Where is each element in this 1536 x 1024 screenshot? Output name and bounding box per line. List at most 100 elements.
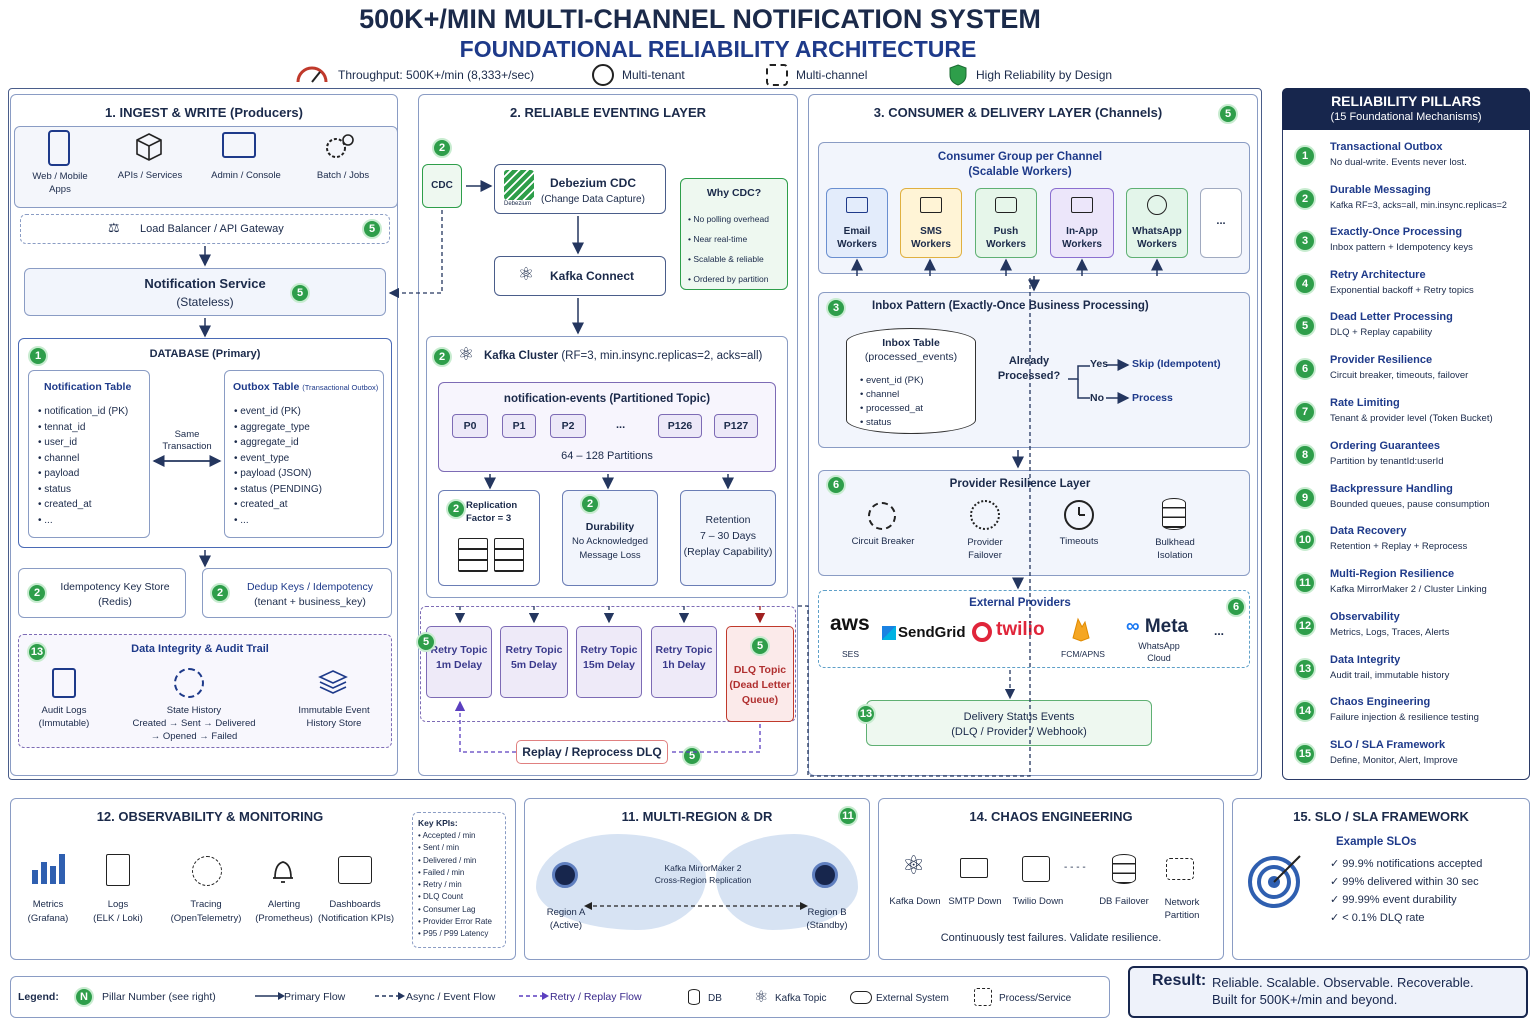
pillar-badge: 13 — [856, 704, 876, 724]
notification-service-label: Notification Service — [144, 276, 266, 291]
pillar-badge: 5 — [682, 746, 702, 766]
more-workers-label: ... — [1216, 215, 1226, 227]
metrics-item: Metrics(Grafana) — [27, 899, 69, 924]
partitions-note: 64 – 128 Partitions — [561, 450, 653, 462]
load-balancer — [20, 214, 390, 244]
database-icon — [1162, 498, 1186, 530]
cdc-label: CDC — [431, 180, 453, 191]
ses-label: SES — [842, 649, 860, 659]
notification-table-fields: • notification_id (PK)• tennat_id• user_… — [38, 406, 129, 526]
pillar-badge: 6 — [1226, 597, 1246, 617]
dashboard-icon — [338, 856, 372, 884]
page-title: 500K+/MIN MULTI-CHANNEL NOTIFICATION SYS… — [359, 4, 1041, 34]
push-icon — [995, 197, 1017, 213]
legend-process-icon — [974, 988, 992, 1006]
replay-button[interactable] — [516, 740, 668, 764]
observability-title: 12. OBSERVABILITY & MONITORING — [96, 809, 324, 824]
legend-ext: External System — [876, 993, 949, 1004]
skip-label: Skip (Idempotent) — [1132, 358, 1221, 370]
legend-pillar: Pillar Number (see right) — [102, 991, 216, 1003]
pillar-badge: 5 — [362, 219, 382, 239]
sendgrid-icon — [882, 626, 896, 640]
kpi-box — [412, 812, 506, 948]
shield-icon — [948, 63, 968, 87]
partition-chip: P1 — [502, 414, 536, 438]
page-subtitle: FOUNDATIONAL RELIABILITY ARCHITECTURE — [459, 36, 977, 62]
kpi-list: • Accepted / min• Sent / min• Delivered … — [418, 831, 492, 939]
pillar-badge: 11 — [838, 806, 858, 826]
more-workers — [1200, 188, 1242, 258]
result-line1: Reliable. Scalable. Observable. Recovera… — [1212, 975, 1474, 990]
no-label: No — [1090, 392, 1104, 404]
envelope-icon — [960, 858, 988, 878]
pillar-badge: 3 — [826, 298, 846, 318]
section-delivery-title: 3. CONSUMER & DELIVERY LAYER (Channels) — [873, 105, 1163, 120]
meta-logo: ∞ Meta — [1126, 616, 1189, 637]
region-b-marker-icon — [812, 862, 838, 888]
pillars-panel — [1282, 88, 1530, 780]
kafka-connect-label: Kafka Connect — [550, 269, 635, 283]
partition-chip: P126 — [658, 414, 702, 438]
pillar-badge: 2 — [432, 138, 452, 158]
sendgrid-logo: SendGrid — [898, 624, 966, 641]
pillar-badge: 13 — [27, 642, 47, 662]
legend-async-arrow — [375, 992, 405, 1000]
legend-primary: Primary Flow — [284, 991, 346, 1003]
inbox-table-cylinder — [846, 328, 976, 434]
notification-table-title: Notification Table — [44, 381, 132, 393]
target-icon — [1248, 852, 1304, 908]
section-eventing-title: 2. RELIABLE EVENTING LAYER — [510, 105, 706, 120]
alerting-item: Alerting(Prometheus) — [255, 899, 313, 924]
result-label: Result: — [1152, 972, 1207, 989]
pillar-badge: 2 — [446, 499, 466, 519]
inbox-table-fields: • event_id (PK)• channel• processed_at• … — [860, 375, 924, 428]
outbox-table — [224, 370, 384, 538]
aws-logo: aws — [830, 612, 870, 635]
document-icon — [52, 668, 76, 698]
replay-label: Replay / Reprocess DLQ — [522, 745, 662, 759]
debezium-logo-icon — [504, 170, 534, 200]
fcm-label: FCM/APNS — [1061, 649, 1105, 659]
partition-chip: P0 — [452, 414, 488, 438]
failover-icon — [970, 500, 1000, 530]
clock-icon — [1064, 500, 1094, 530]
chaos-db: DB Failover — [1099, 896, 1149, 907]
notification-service — [24, 268, 386, 316]
pillar-badge: 5 — [416, 632, 436, 652]
kafka-cluster-label: Kafka Cluster (RF=3, min.insync.replicas… — [484, 350, 763, 362]
replication-arrow — [584, 902, 808, 910]
legend-cloud-icon — [850, 991, 872, 1004]
envelope-icon — [846, 197, 868, 213]
chaos-smtp: SMTP Down — [948, 896, 1002, 907]
result-box — [1128, 966, 1528, 1018]
network-icon — [1166, 858, 1194, 880]
retention-box — [680, 490, 776, 586]
load-balancer-icon: ⚖ — [108, 220, 120, 235]
history-icon — [174, 668, 204, 698]
why-cdc-title: Why CDC? — [706, 187, 762, 199]
retry-zone — [420, 606, 796, 722]
layers-icon — [318, 668, 348, 696]
durability-box — [562, 490, 658, 586]
debezium-sub: (Change Data Capture) — [541, 194, 645, 205]
pillar-badge: 5 — [290, 283, 310, 303]
